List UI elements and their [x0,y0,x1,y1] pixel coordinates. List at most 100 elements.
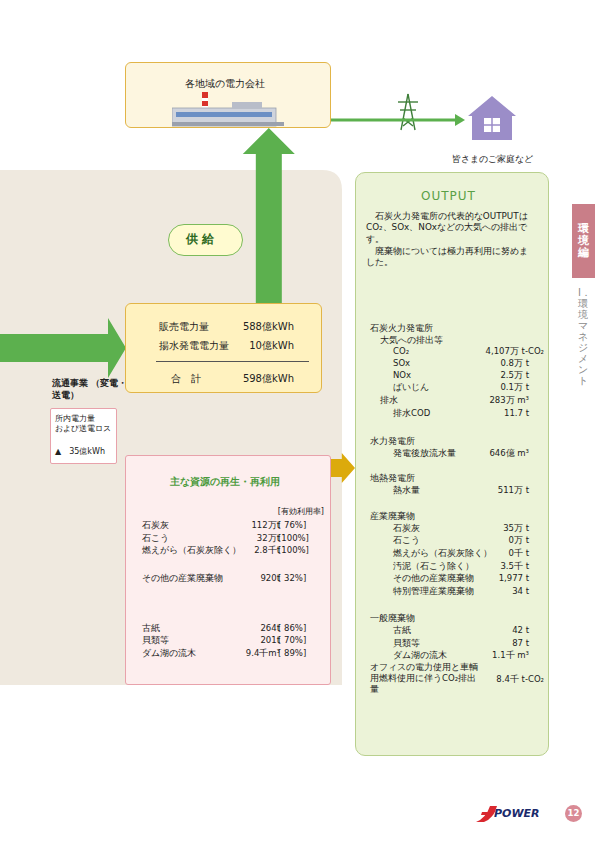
intro-text: 廃棄物については極力再利用に努めました。 [366,246,534,269]
resource-rate: [100%] [278,545,309,556]
item-value: 588億kWh [243,320,294,333]
resource-rate: [ 32%] [278,573,306,584]
output-value: 1.1千 m³ [492,650,529,661]
resource-rate: [ 70%] [278,635,306,646]
resource-amount: 32万t [257,533,280,544]
total-value: 598億kWh [243,372,294,385]
output-heading: 石炭火力発電所 [370,323,433,334]
output-heading: 産業廃棄物 [370,511,415,522]
output-value: 3.5千 t [500,561,529,572]
output-item: 熱水量 [393,485,420,496]
house-node: 皆さまのご家庭など [468,96,516,140]
output-item: 排水 [380,395,398,406]
resource-name: 燃えがら（石炭灰除く） [142,545,241,556]
output-value: 87 t [512,638,529,649]
section-name: Ⅰ．環境マネジメント [578,287,588,386]
output-value: 0.1万 t [500,382,529,393]
output-heading: 水力発電所 [370,436,415,447]
section-tab: 環境編 [572,204,595,278]
section-label: 流通事業 （変電・送電） [52,378,128,401]
output-item: NOx [393,370,411,381]
output-value: 2.5万 t [500,370,529,381]
item-name: 揚水発電電力量 [159,339,229,352]
output-item: ダム湖の流木 [393,650,447,661]
output-value: 34 t [512,586,529,597]
supply-badge: 供給 [168,224,243,256]
recycle-box: 主な資源の再生・再利用[有効利用率]石炭灰112万t[ 76%]石こう32万t[… [125,455,331,685]
output-item: 石炭灰 [393,523,420,534]
resource-name: 古紙 [142,623,160,634]
resource-amount: 920t [260,573,280,584]
loss-value: ▲ 35億kWh [55,447,105,457]
resource-amount: 264t [260,623,280,634]
output-value: 11.7 t [504,408,529,419]
intro-text: 石炭火力発電所の代表的なOUTPUTはCO₂、SOx、NOxなどの大気への排出で… [366,211,534,245]
company-box: 各地域の電力会社 [125,62,331,128]
input-panel [0,170,342,685]
output-value: 4,107万 t-CO₂ [486,346,544,357]
output-item: 排水COD [393,408,430,419]
resource-rate: [100%] [278,533,309,544]
output-item: 特別管理産業廃棄物 [393,586,474,597]
resource-amount: 112万t [251,520,280,531]
output-value: 1,977 t [499,573,529,584]
page-number-circle: 12 [565,805,582,822]
output-item: ばいじん [393,382,429,393]
column-header: [有効利用率] [278,507,324,517]
output-item: 燃えがら（石炭灰除く） [393,548,492,559]
output-value: 511万 t [498,485,529,496]
output-value: 35万 t [503,523,529,534]
house-caption: 皆さまのご家庭など [446,154,538,165]
output-item: CO₂ [393,346,409,357]
output-heading: 大気への排出等 [380,335,443,346]
output-value: 0万 t [509,535,529,546]
total-name: 合 計 [171,372,201,385]
supply-box: 販売電力量 588億kWh 揚水発電電力量 10億kWh 合 計 598億kWh [125,303,322,393]
total-separator [156,361,309,362]
resource-amount: 2.8千t [254,545,280,556]
connector-arrow [243,128,295,303]
resource-rate: [ 76%] [278,520,306,531]
output-item: 発電後放流水量 [393,448,456,459]
resource-amount: 9.4千m³ [246,648,280,659]
tab-text: 環境編 [578,223,589,259]
resource-name: 石炭灰 [142,520,169,531]
output-value: 646億 m³ [489,448,529,459]
output-item: その他の産業廃棄物 [393,573,474,584]
output-heading: 一般廃棄物 [370,613,415,624]
box-title: 各地域の電力会社 [126,77,323,90]
inflow-arrow [0,318,126,378]
box-heading: 主な資源の再生・再利用 [126,476,323,488]
logo-text: POWER [494,807,540,821]
power-plant-illustration [172,92,284,128]
output-value: 0千 t [509,548,529,559]
item-value: 10億kWh [249,339,294,352]
output-value: 42 t [512,625,529,636]
output-value: 8.4千 t-CO₂ [496,674,544,685]
badge-text: 供給 [169,232,235,248]
pylon-symbol [398,94,418,130]
resource-name: 石こう [142,533,169,544]
output-item: 石こう [393,535,420,546]
output-value: 283万 m³ [489,395,529,406]
house-illustration [468,96,516,140]
output-item: オフィスの電力使用と車輌用燃料使用に伴うCO₂排出量 [370,662,482,695]
loss-name: 所内電力量 および送電ロス [55,414,113,435]
output-item: 古紙 [393,625,411,636]
page-number: 12 [565,808,582,819]
resource-rate: [ 89%] [278,648,306,659]
resource-amount: 201t [260,635,280,646]
item-name: 販売電力量 [159,320,209,333]
output-item: SOx [393,358,410,369]
resource-name: その他の産業廃棄物 [142,573,223,584]
panel-title: OUTPUT [356,189,541,205]
output-item: 汚泥（石こう除く） [393,561,474,572]
resource-name: 貝類等 [142,635,169,646]
resource-rate: [ 86%] [278,623,306,634]
resource-name: ダム湖の流木 [142,648,196,659]
connector-arrow [331,114,465,126]
loss-box: 所内電力量 および送電ロス ▲ 35億kWh [50,408,117,464]
logo-mark [481,812,494,815]
output-value: 0.8万 t [500,358,529,369]
